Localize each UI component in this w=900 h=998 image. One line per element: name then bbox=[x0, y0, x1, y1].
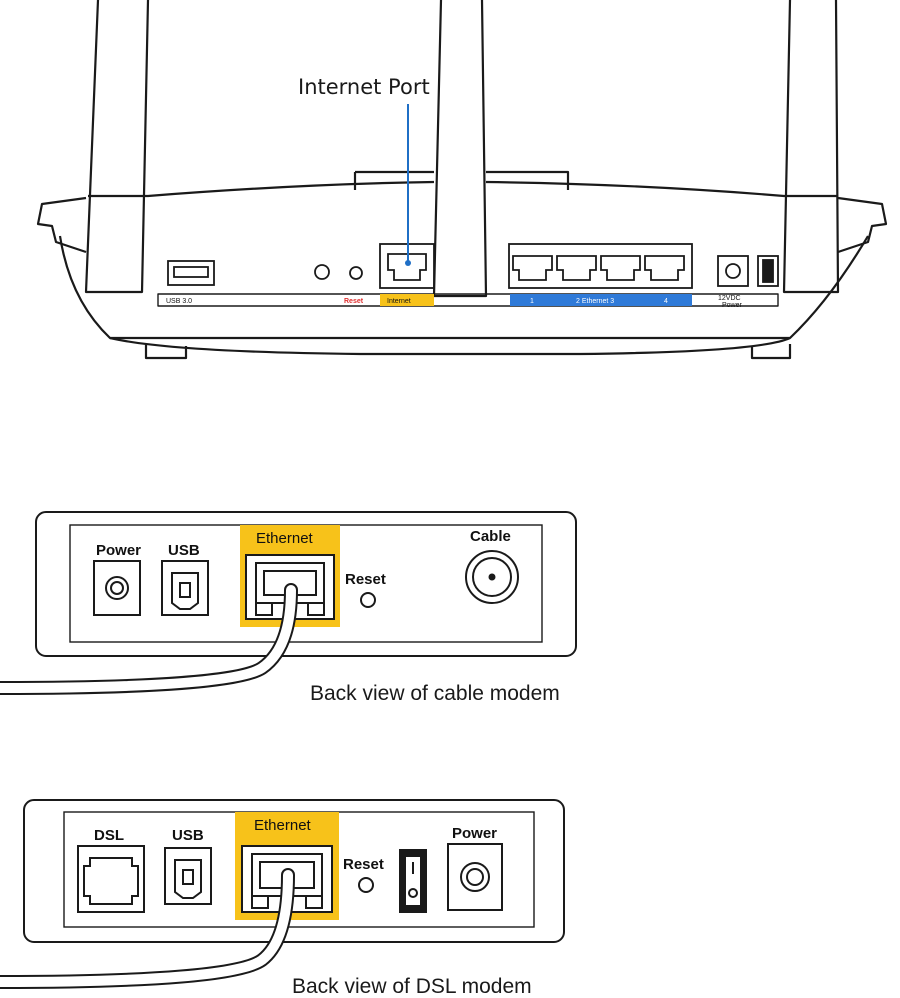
usb-port-icon bbox=[165, 848, 211, 904]
dsl-ethernet-label: Ethernet bbox=[254, 817, 312, 834]
router-eth1-label: 1 bbox=[530, 298, 534, 305]
cable-reset-label: Reset bbox=[345, 571, 386, 588]
router-body-bottom bbox=[110, 338, 790, 354]
power-switch-icon bbox=[400, 850, 426, 912]
reset-button-icon bbox=[359, 878, 373, 892]
dsl-reset-label: Reset bbox=[343, 856, 384, 873]
router-top-fin bbox=[355, 172, 568, 190]
router-top-shell bbox=[88, 182, 838, 196]
router-power-label-bottom: Power bbox=[722, 302, 743, 309]
cable-ethernet-label: Ethernet bbox=[256, 530, 314, 547]
reset-button-icon bbox=[361, 593, 375, 607]
router-eth4-label: 4 bbox=[664, 298, 668, 305]
usb-port-icon bbox=[168, 261, 214, 285]
router-reset-label: Reset bbox=[344, 298, 364, 305]
reset-button-icon bbox=[350, 267, 362, 279]
callout-dot bbox=[405, 260, 411, 266]
coax-connector-icon bbox=[466, 551, 518, 603]
power-switch-icon bbox=[758, 256, 778, 286]
cable-cable-label: Cable bbox=[470, 528, 511, 545]
dsl-phone-port-icon bbox=[78, 846, 144, 912]
dsl-modem-caption: Back view of DSL modem bbox=[292, 975, 532, 998]
power-jack-icon bbox=[448, 844, 502, 910]
router-internet-label: Internet bbox=[387, 298, 411, 305]
cable-power-label: Power bbox=[96, 542, 141, 559]
power-jack-icon bbox=[718, 256, 748, 286]
dsl-power-label: Power bbox=[452, 825, 497, 842]
cable-modem-caption: Back view of cable modem bbox=[310, 682, 560, 705]
dsl-usb-label: USB bbox=[172, 827, 204, 844]
usb-port-icon bbox=[162, 561, 208, 615]
wps-button-icon bbox=[315, 265, 329, 279]
antenna-right bbox=[784, 0, 838, 292]
router-body bbox=[60, 236, 868, 338]
cable-usb-label: USB bbox=[168, 542, 200, 559]
antenna-left bbox=[86, 0, 148, 292]
ethernet-ports-lan bbox=[509, 244, 692, 288]
power-jack-icon bbox=[94, 561, 140, 615]
antenna-center bbox=[434, 0, 486, 296]
router-power-label-top: 12VDC bbox=[718, 295, 741, 302]
router-ethernet-label: 2 Ethernet 3 bbox=[576, 298, 614, 305]
router-usb-label: USB 3.0 bbox=[166, 298, 192, 305]
dsl-dsl-label: DSL bbox=[94, 827, 124, 844]
internet-port-callout: Internet Port bbox=[298, 75, 430, 99]
